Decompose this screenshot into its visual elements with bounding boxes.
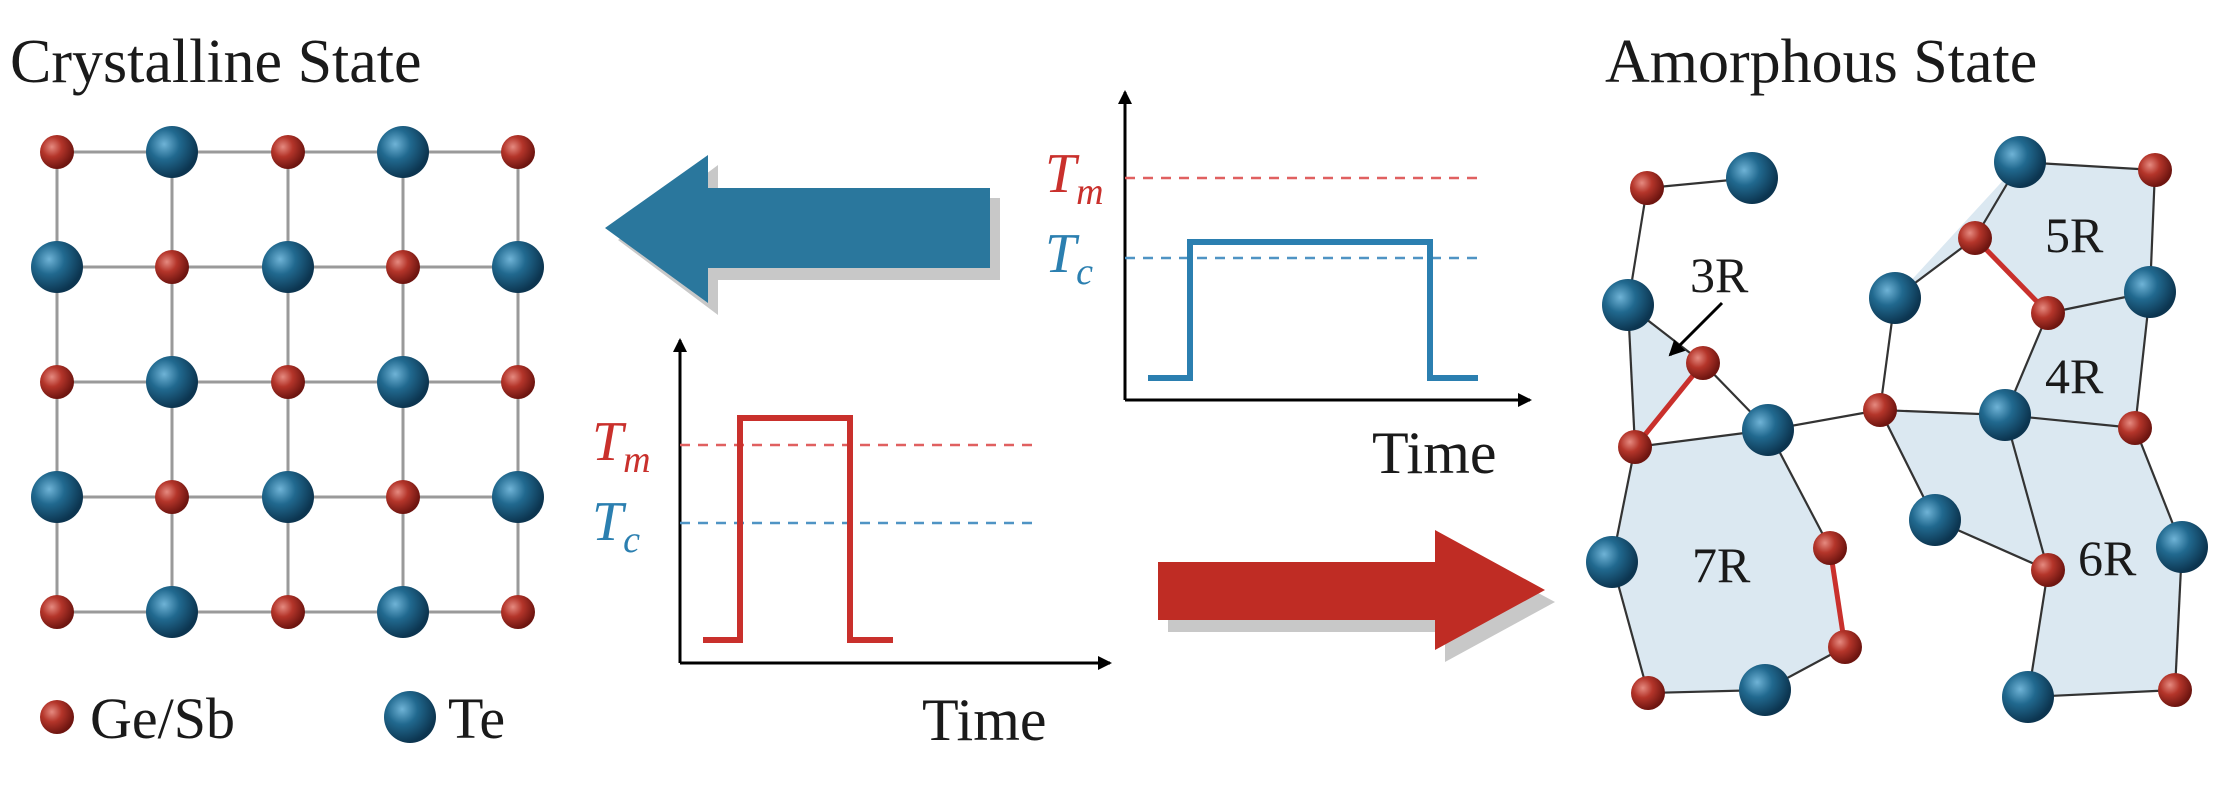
gesb-atom xyxy=(501,135,535,169)
gesb-atom xyxy=(1828,630,1862,664)
tm-label: Tm xyxy=(1045,143,1104,213)
amorphization-arrow xyxy=(1158,530,1555,662)
te-atom xyxy=(2002,671,2054,723)
gesb-atom xyxy=(271,135,305,169)
te-atom xyxy=(1739,664,1791,716)
te-atom xyxy=(1869,272,1921,324)
tc-label: Tc xyxy=(592,491,640,561)
tm-label: Tm xyxy=(592,411,651,481)
te-atom xyxy=(1979,389,2031,441)
ring-labels: 3R 4R 5R 6R 7R xyxy=(1690,207,2137,593)
gesb-atom xyxy=(2031,553,2065,587)
x-axis-label: Time xyxy=(1372,420,1497,486)
x-axis-label: Time xyxy=(922,687,1047,753)
gesb-atom xyxy=(501,595,535,629)
te-atom xyxy=(146,126,198,178)
legend-gesb-swatch xyxy=(40,700,74,734)
crystalline-lattice xyxy=(31,126,544,638)
te-atom xyxy=(2156,521,2208,573)
te-atom xyxy=(492,241,544,293)
te-atom xyxy=(1726,152,1778,204)
te-atom xyxy=(377,356,429,408)
gesb-atom xyxy=(1631,676,1665,710)
amorphous-title: Amorphous State xyxy=(1605,28,2037,96)
legend-te-label: Te xyxy=(448,686,505,751)
tc-label: Tc xyxy=(1045,223,1093,293)
legend-gesb-label: Ge/Sb xyxy=(90,686,235,751)
te-atom xyxy=(262,241,314,293)
ring-7r-label: 7R xyxy=(1692,537,1751,593)
lattice-atoms xyxy=(31,126,544,638)
te-atom xyxy=(377,586,429,638)
amorphous-network: 3R 4R 5R 6R 7R xyxy=(1586,136,2208,723)
te-atom xyxy=(1742,404,1794,456)
te-atom xyxy=(146,586,198,638)
ring-7r-fill xyxy=(1612,430,1845,693)
gesb-atom xyxy=(2138,153,2172,187)
amorphization-arrow-body xyxy=(1158,530,1545,650)
gesb-atom xyxy=(1618,430,1652,464)
te-atom xyxy=(262,471,314,523)
legend: Ge/Sb Te xyxy=(40,686,505,751)
gesb-atom xyxy=(1686,346,1720,380)
te-atom xyxy=(31,241,83,293)
gesb-atom xyxy=(40,365,74,399)
te-atom xyxy=(492,471,544,523)
gesb-atom xyxy=(271,365,305,399)
gesb-atom xyxy=(40,595,74,629)
te-atom xyxy=(1909,494,1961,546)
ring-3r-pointer xyxy=(1668,301,1724,357)
ring-5r-fill xyxy=(1895,162,2155,313)
gesb-atom xyxy=(1813,531,1847,565)
amorphous-atoms xyxy=(1586,136,2208,723)
gesb-atom xyxy=(271,595,305,629)
amorphization-pulse xyxy=(703,415,893,643)
te-atom xyxy=(1586,536,1638,588)
te-atom xyxy=(1994,136,2046,188)
ring-fills xyxy=(1612,162,2182,697)
ring-4r-fill xyxy=(2005,292,2150,428)
ring-6r-fill xyxy=(1880,410,2182,697)
gesb-atom xyxy=(155,250,189,284)
te-atom xyxy=(1602,279,1654,331)
gesb-atom xyxy=(2031,296,2065,330)
te-atom xyxy=(31,471,83,523)
ring-6r-label: 6R xyxy=(2078,530,2137,586)
gesb-atom xyxy=(386,480,420,514)
crystallization-pulse-plot: Tm Tc Time xyxy=(1045,90,1532,486)
ring-5r-label: 5R xyxy=(2045,207,2104,263)
ring-3r-fill xyxy=(1628,305,1703,447)
gesb-atom xyxy=(40,135,74,169)
crystallization-pulse xyxy=(1148,239,1478,381)
legend-te-swatch xyxy=(384,691,436,743)
gesb-atom xyxy=(386,250,420,284)
gesb-atom xyxy=(1630,171,1664,205)
gesb-atom xyxy=(2118,411,2152,445)
gesb-atom xyxy=(155,480,189,514)
ring-4r-label: 4R xyxy=(2045,348,2104,404)
crystalline-title: Crystalline State xyxy=(10,28,422,96)
te-atom xyxy=(146,356,198,408)
te-atom xyxy=(2124,266,2176,318)
te-atom xyxy=(377,126,429,178)
gesb-atom xyxy=(1863,393,1897,427)
amorphization-pulse-plot: Tm Tc Time xyxy=(592,338,1112,753)
gesb-atom xyxy=(1958,221,1992,255)
gesb-atom xyxy=(501,365,535,399)
ring-3r-label: 3R xyxy=(1690,247,1749,303)
crystallization-arrow xyxy=(605,155,1000,315)
crystallization-arrow-body xyxy=(605,155,990,303)
gesb-atom xyxy=(2158,673,2192,707)
